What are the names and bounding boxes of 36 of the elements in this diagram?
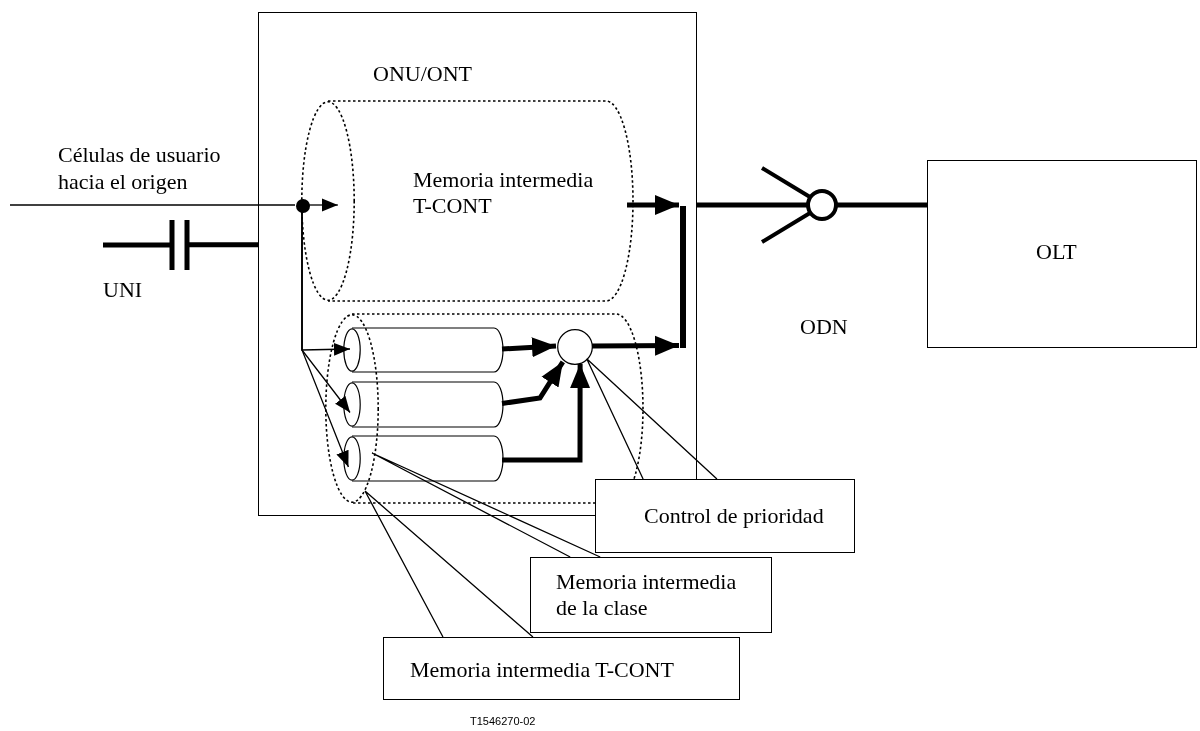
junction-dot xyxy=(296,199,310,213)
priority-circle xyxy=(557,329,593,365)
node-label: Memoria intermedia de la clase xyxy=(556,569,738,621)
callout-box xyxy=(530,557,772,633)
callout-box xyxy=(383,637,740,700)
arrow xyxy=(502,364,591,463)
arrow xyxy=(308,198,339,212)
splitter-symbol xyxy=(760,165,838,245)
node-label: OLT xyxy=(1036,239,1078,265)
class-buffer-cylinder xyxy=(343,382,503,427)
arrow xyxy=(592,335,679,356)
arrow xyxy=(627,195,679,215)
combiner-bar xyxy=(680,206,686,348)
signal-label: Células de usuario hacia el origen xyxy=(58,141,222,195)
leader-line xyxy=(364,490,534,638)
olt-box xyxy=(927,160,1197,348)
node-label: Memoria intermedia T-CONT xyxy=(413,167,595,219)
buffer-cylinder xyxy=(325,314,643,503)
line xyxy=(835,202,927,208)
leader-line xyxy=(586,358,718,480)
arrow xyxy=(301,211,350,468)
line xyxy=(697,202,808,208)
node-label: Control de prioridad xyxy=(644,503,825,529)
interface-label: UNI xyxy=(103,276,144,303)
node-label: Memoria intermedia T-CONT xyxy=(410,657,675,683)
line xyxy=(100,217,261,273)
node-label: ONU/ONT xyxy=(373,61,473,87)
arrow xyxy=(501,360,565,406)
figure-number: T1546270-02 xyxy=(470,714,537,729)
class-buffer-cylinder xyxy=(343,436,503,481)
network-label: ODN xyxy=(800,313,849,340)
callout-box xyxy=(595,479,855,553)
class-buffer-cylinder xyxy=(343,328,503,372)
arrow xyxy=(501,337,557,358)
buffer-cylinder xyxy=(301,101,633,301)
line xyxy=(9,204,296,206)
